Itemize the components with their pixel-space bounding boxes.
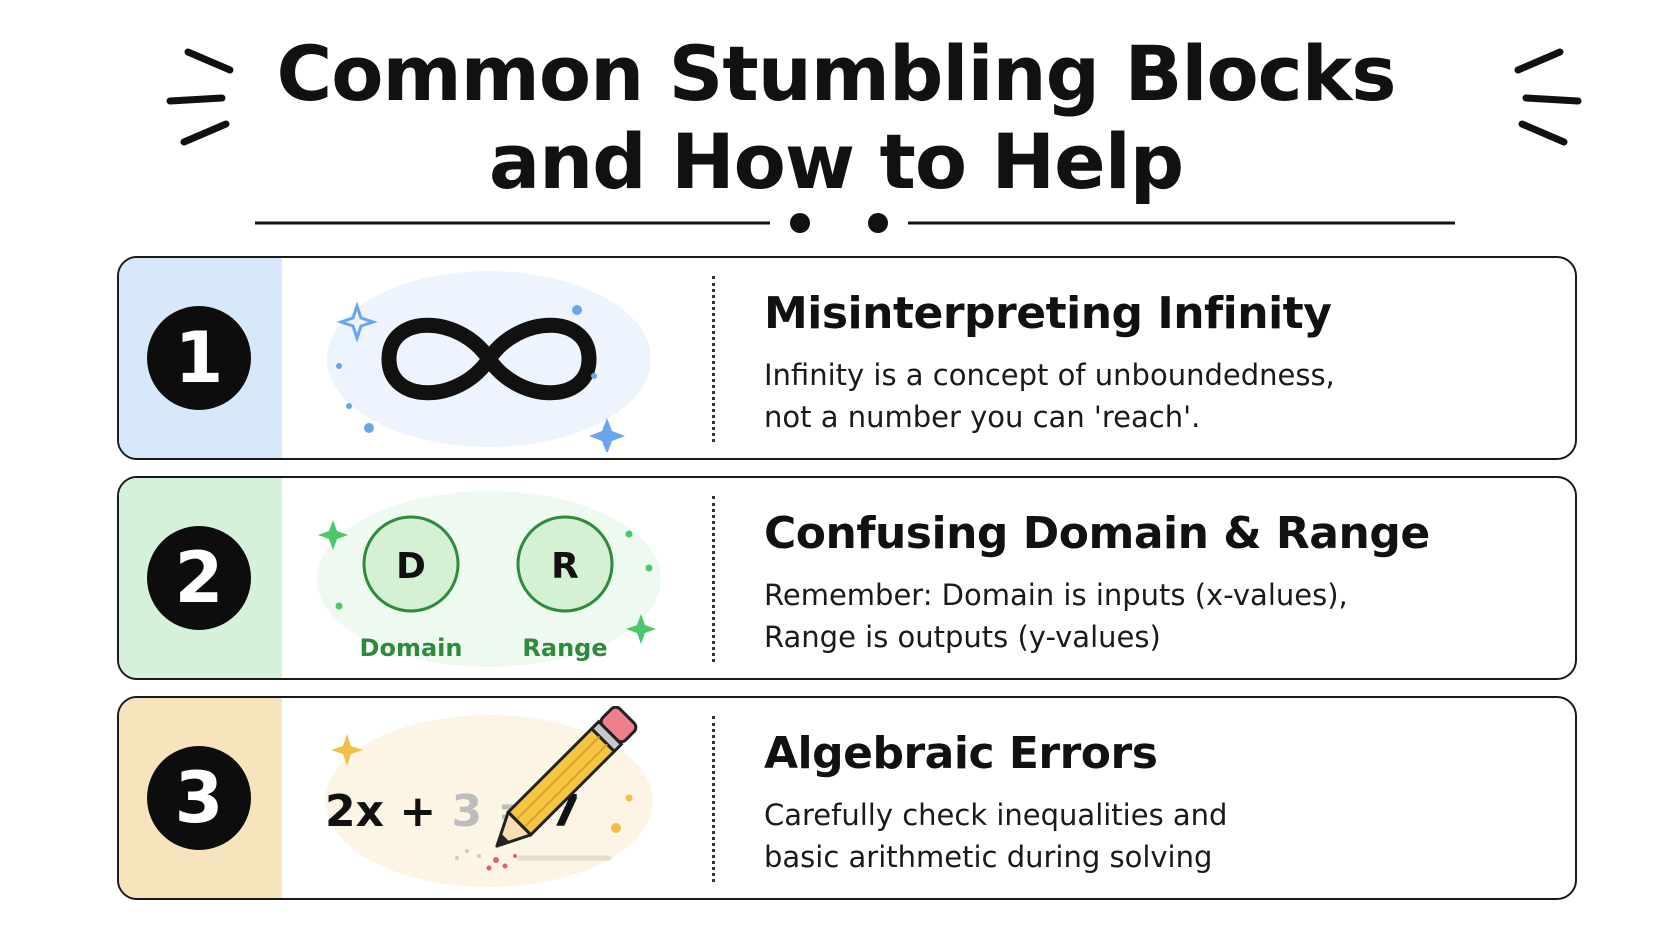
domain-range-icon: D R Domain Range — [317, 491, 661, 667]
card-description: Infinity is a concept of unboundedness, … — [764, 354, 1335, 438]
dotted-separator — [712, 496, 715, 662]
card-description-line-1: Remember: Domain is inputs (x-values), — [764, 578, 1348, 612]
dotted-separator — [712, 276, 715, 442]
domain-label: Domain — [360, 634, 463, 662]
page-title-line-2: and How to Help — [488, 117, 1184, 206]
title-divider — [255, 213, 1455, 233]
card-description: Remember: Domain is inputs (x-values), R… — [764, 574, 1348, 658]
card-description-line-2: basic arithmetic during solving — [764, 840, 1213, 874]
range-label: Range — [522, 634, 607, 662]
card-description-line-1: Carefully check inequalities and — [764, 798, 1228, 832]
stumbling-block-card-1: 1 Misinterpreting Infinity Infinity is a… — [117, 256, 1577, 460]
card-title: Confusing Domain & Range — [764, 508, 1430, 559]
card-description-line-1: Infinity is a concept of unboundedness, — [764, 358, 1335, 392]
card-title: Misinterpreting Infinity — [764, 288, 1332, 339]
pencil-icon: 2x + 3 = 7 — [325, 706, 653, 887]
domain-bubble-letter: D — [396, 546, 426, 587]
card-title: Algebraic Errors — [764, 728, 1158, 779]
page-title: Common Stumbling Blocks and How to Help — [0, 30, 1672, 206]
card-description: Carefully check inequalities and basic a… — [764, 794, 1227, 878]
infinity-icon — [327, 271, 651, 452]
number-badge: 1 — [147, 306, 251, 410]
burst-lines-right-icon — [1514, 48, 1582, 146]
number-badge: 2 — [147, 526, 251, 630]
stumbling-block-card-2: 2 D R Domain Range Confusing Domain & Ra… — [117, 476, 1577, 680]
stumbling-block-card-3: 3 2x + 3 = 7 Algebraic Errors Carefully … — [117, 696, 1577, 900]
page-title-line-1: Common Stumbling Blocks — [276, 29, 1396, 118]
dotted-separator — [712, 716, 715, 882]
equation-part-1: 2x + — [325, 786, 452, 837]
card-description-line-2: Range is outputs (y-values) — [764, 620, 1161, 654]
burst-lines-left-icon — [166, 48, 234, 146]
number-badge: 3 — [147, 746, 251, 850]
range-bubble-letter: R — [551, 546, 579, 587]
card-description-line-2: not a number you can 'reach'. — [764, 400, 1201, 434]
